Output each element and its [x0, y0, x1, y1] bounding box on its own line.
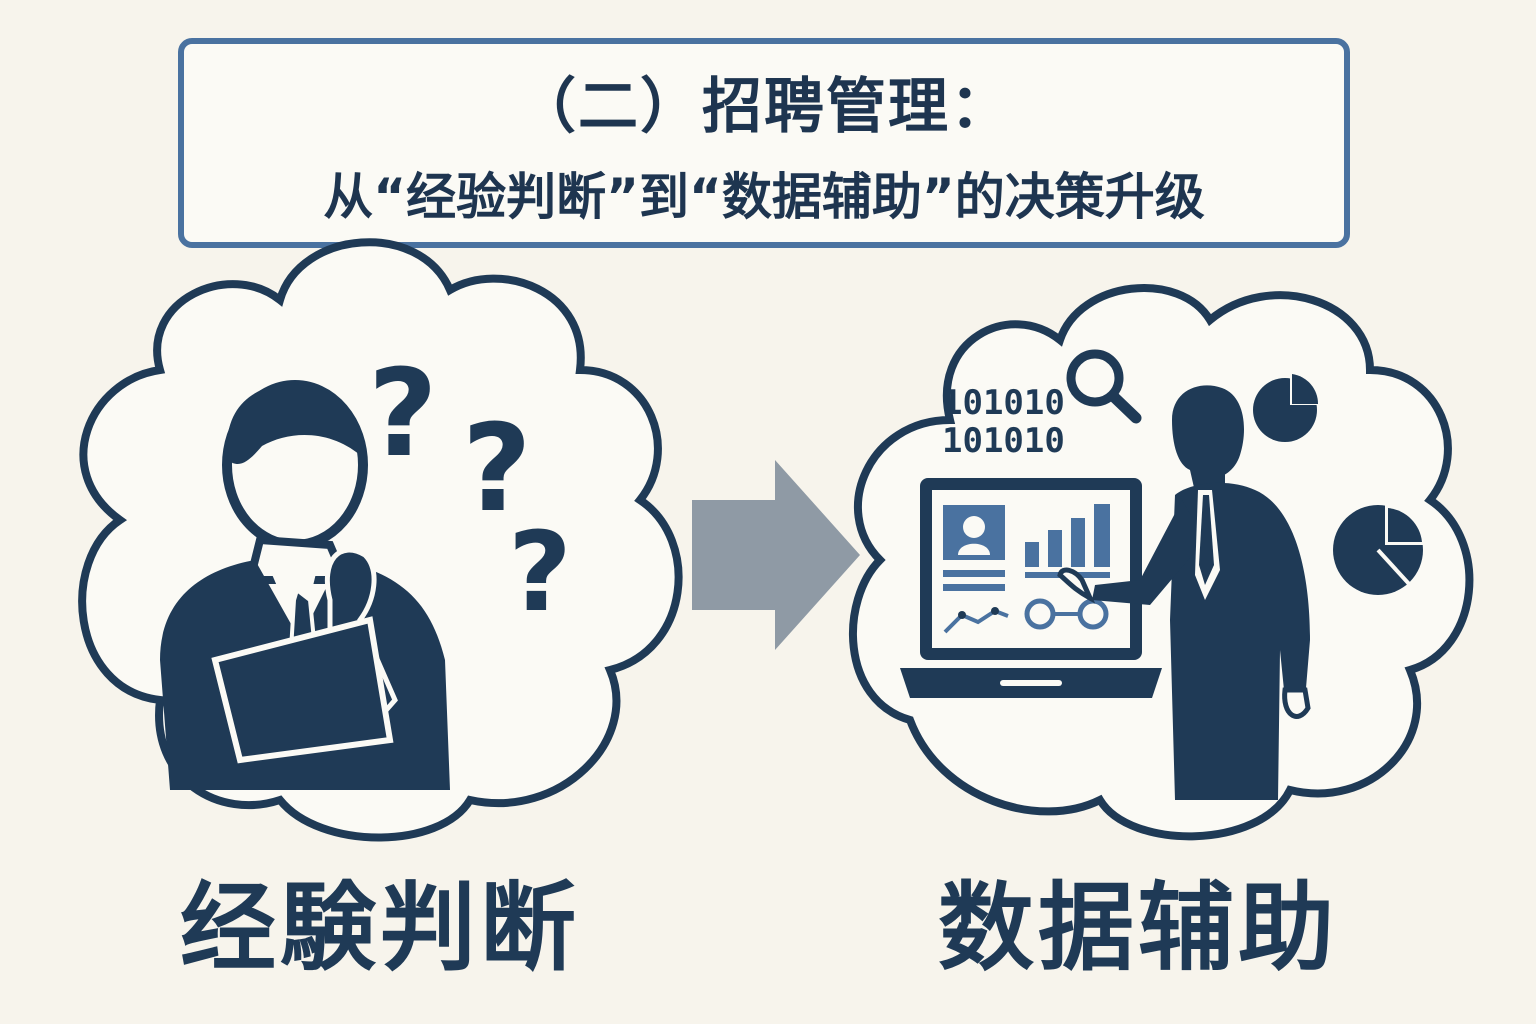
presenter-person-icon: [1057, 385, 1311, 800]
question-mark-icon: ?: [462, 400, 532, 539]
binary-line: 101010: [942, 421, 1065, 461]
binary-line: 101010: [942, 383, 1065, 423]
line-chart-icon: [943, 608, 1009, 634]
question-mark-icon: ?: [368, 345, 438, 484]
title-box: （二）招聘管理： 从“经验判断”到“数据辅助”的决策升级: [178, 38, 1350, 248]
transition-arrow-icon: [692, 460, 860, 650]
bar-chart-icon: [1025, 504, 1110, 567]
left-caption: 经験判断: [180, 872, 580, 984]
thinking-person-icon: [160, 380, 450, 790]
title-line-2: 从“经验判断”到“数据辅助”的决策升级: [323, 167, 1205, 226]
right-caption: 数据辅助: [938, 872, 1338, 984]
question-mark-icon: ?: [508, 508, 572, 636]
title-line-1: （二）招聘管理：: [516, 71, 1012, 142]
laptop-icon: [900, 478, 1162, 698]
pie-chart-icon: [1253, 370, 1323, 442]
pie-chart-icon: [1333, 502, 1427, 595]
magnifier-icon: [1066, 349, 1142, 424]
